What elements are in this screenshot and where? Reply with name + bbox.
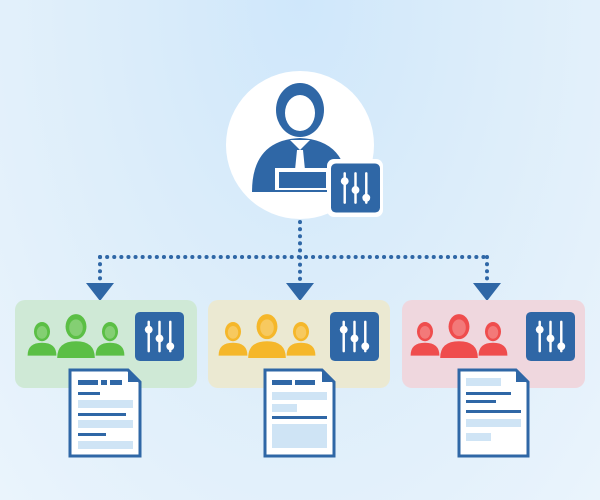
arrow-down-icon [86,283,114,301]
group-node-red [402,300,585,458]
arrow-down-icon [286,283,314,301]
arrow-down-icon [473,283,501,301]
admin-person-icon [252,83,348,192]
group-node-yellow [208,300,390,458]
document-icon [263,368,336,458]
admin-node [226,71,383,219]
group-node-green [15,300,197,458]
settings-sliders-icon [330,312,379,361]
connector-arrows [86,283,501,301]
document-icon [68,368,142,458]
connector-lines [98,220,489,284]
admin-settings-icon [331,163,380,213]
settings-sliders-icon [135,312,184,361]
document-icon [457,368,530,458]
settings-sliders-icon [526,312,575,361]
